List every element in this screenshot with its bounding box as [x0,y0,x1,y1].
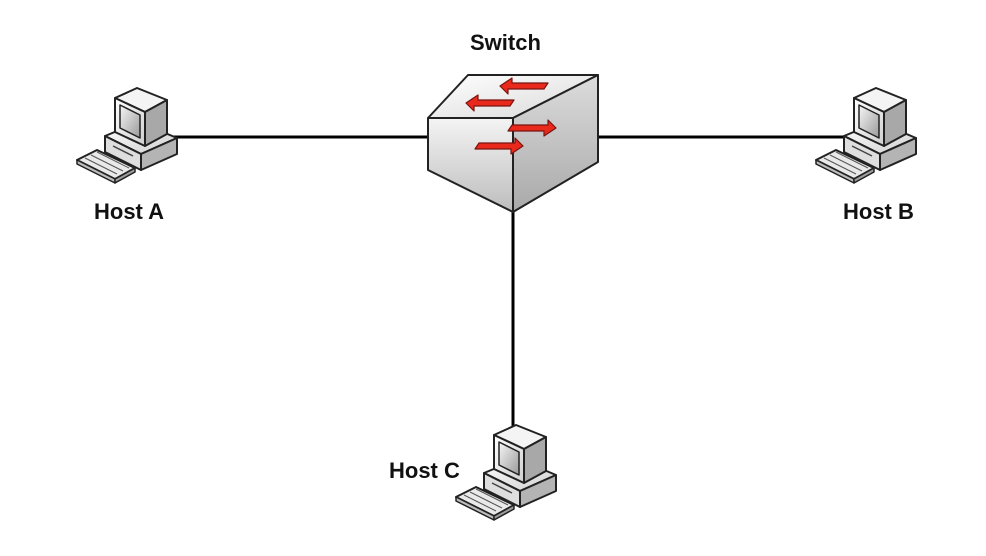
host-b-label: Host B [843,199,914,224]
host-c-computer-icon[interactable] [455,424,557,521]
switch-arrows-icon [465,77,557,155]
host-a-computer-icon[interactable] [76,87,178,184]
switch-label: Switch [470,30,541,55]
host-c-label: Host C [389,458,460,483]
network-switch-icon[interactable] [427,74,599,213]
host-a-label: Host A [94,199,165,224]
